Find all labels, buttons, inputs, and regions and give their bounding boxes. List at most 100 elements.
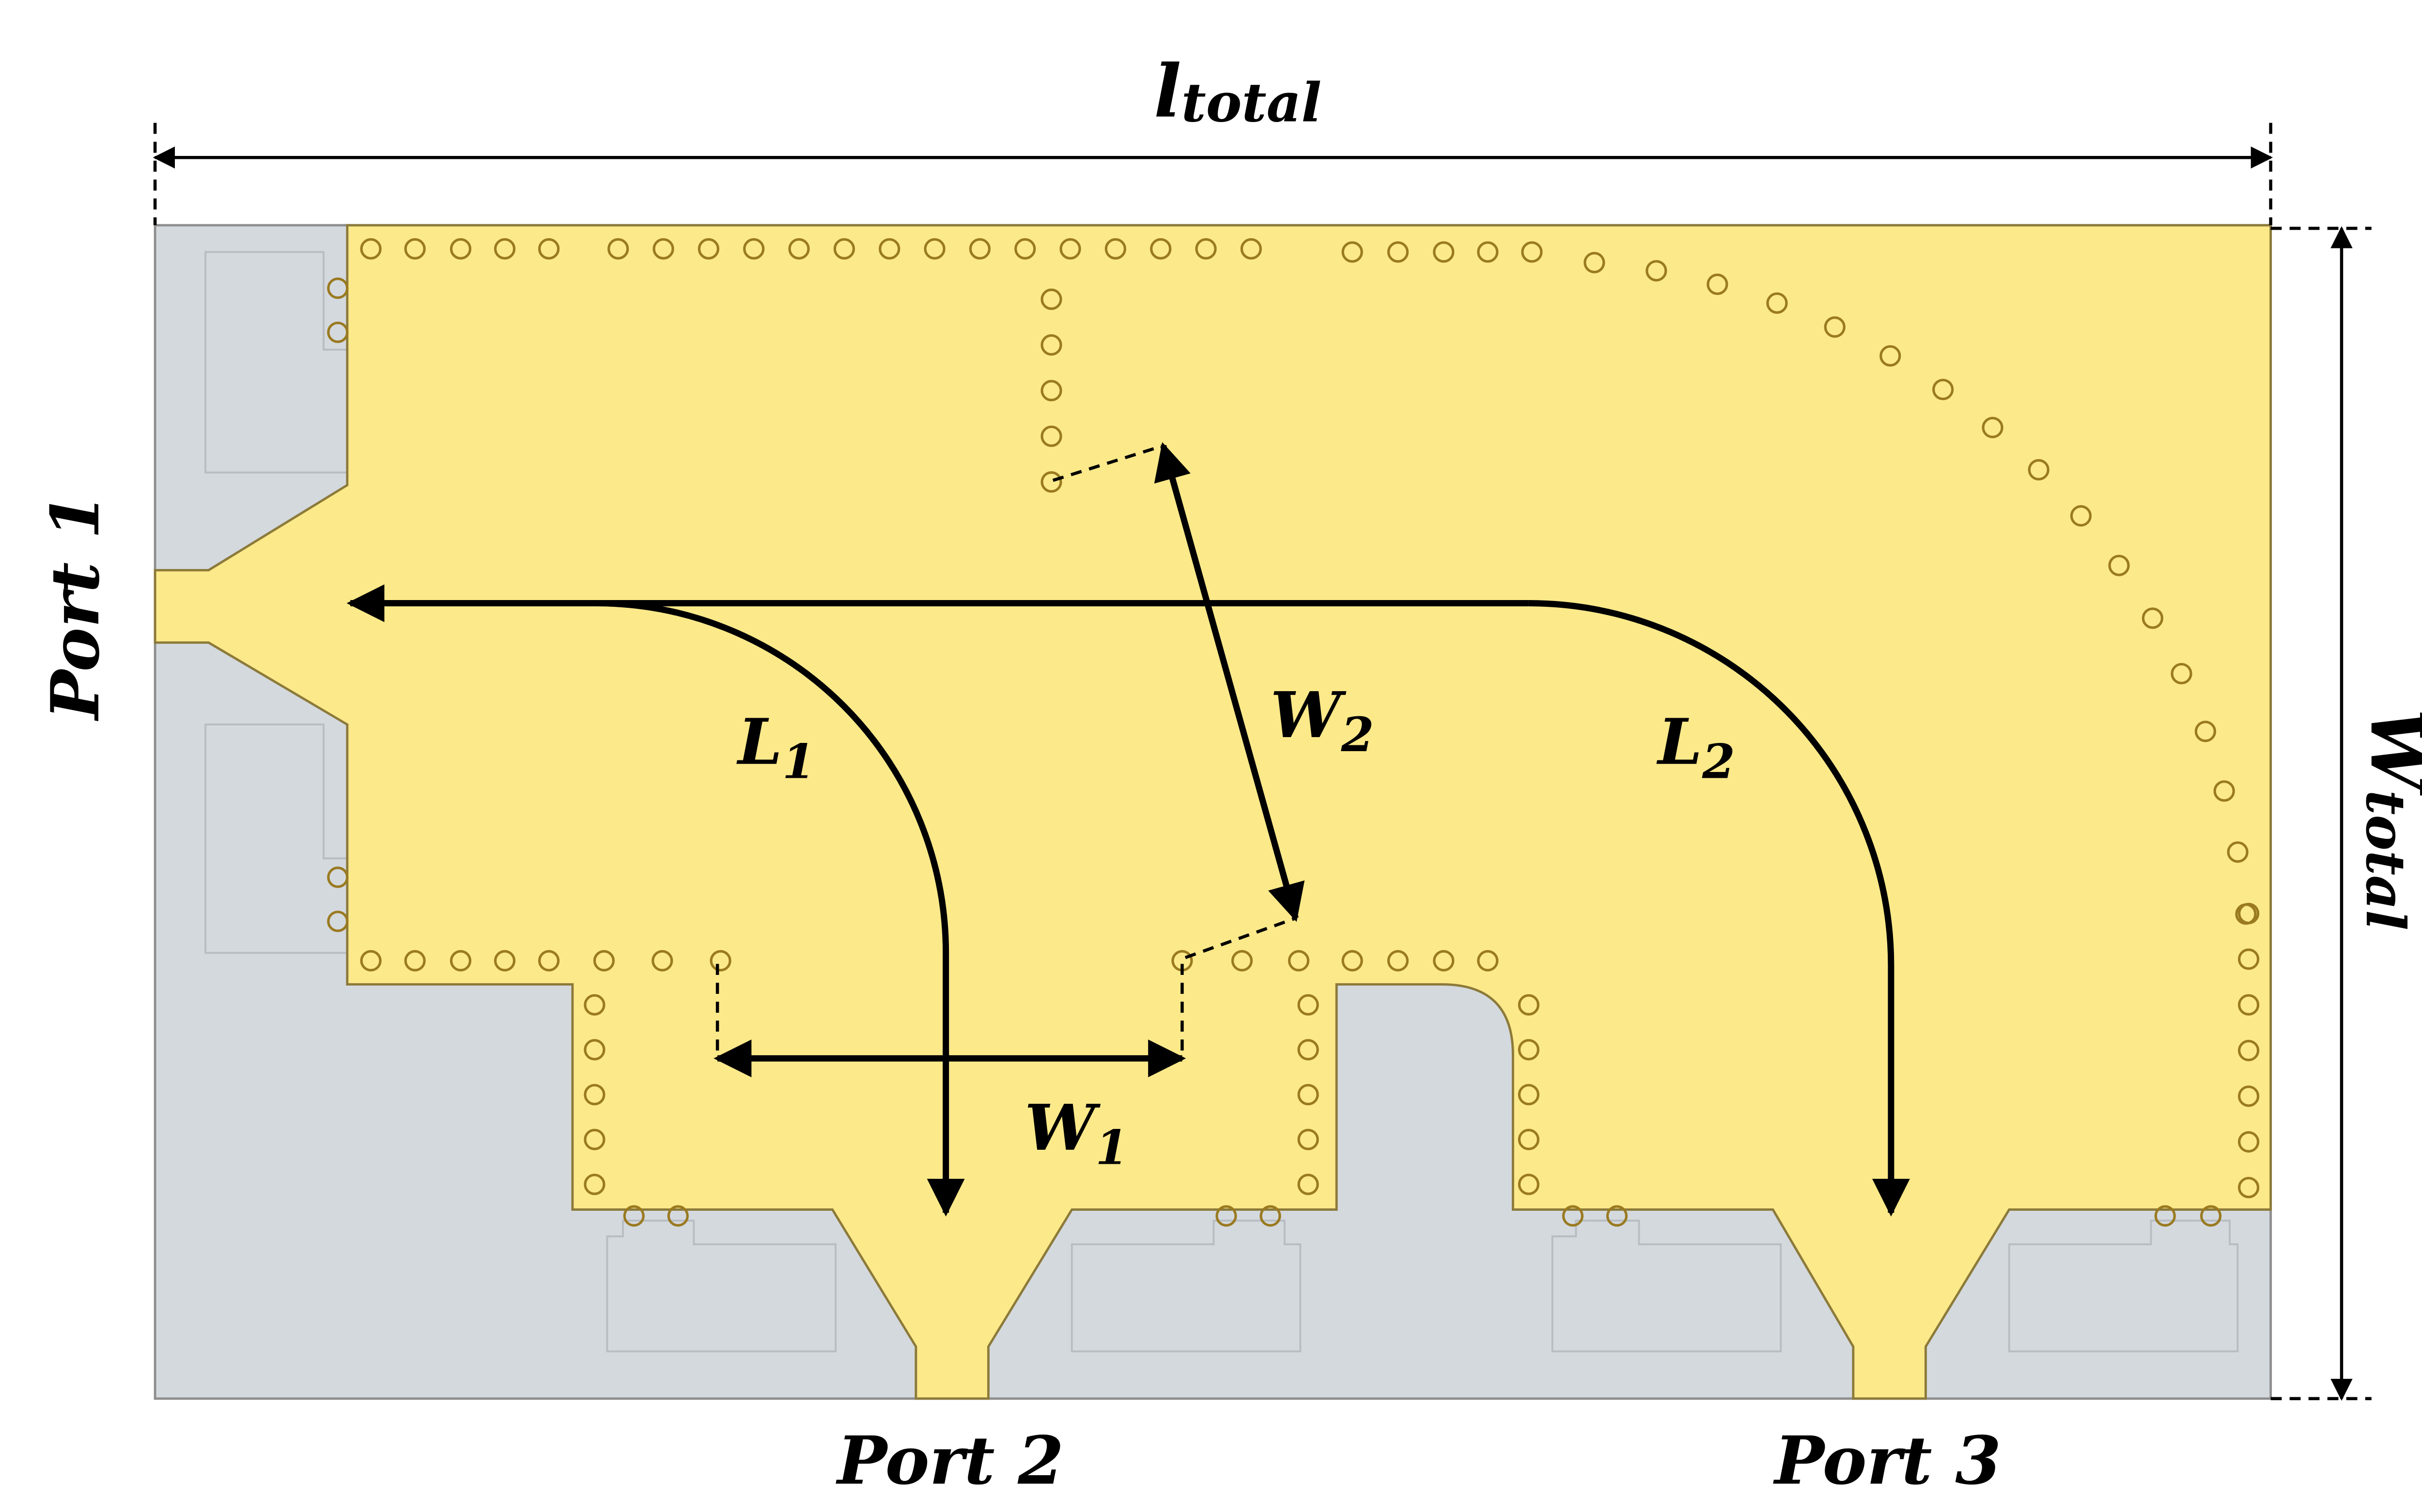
- via-hole: [538, 238, 560, 260]
- via-hole: [1982, 417, 2003, 438]
- signal-path-arrows: [346, 584, 1910, 1217]
- via-hole: [1766, 292, 1788, 314]
- via-hole: [607, 238, 629, 260]
- via-hole: [494, 238, 516, 260]
- via-hole: [879, 238, 900, 260]
- l2-label: L2: [1656, 705, 1735, 789]
- via-hole: [494, 950, 516, 972]
- w2-arrow: [1154, 442, 1305, 922]
- via-hole: [1059, 238, 1081, 260]
- via-hole: [1932, 379, 1954, 401]
- via-hole: [969, 238, 991, 260]
- via-hole: [1297, 1173, 1319, 1195]
- via-hole: [404, 950, 426, 972]
- via-hole: [652, 950, 673, 972]
- via-hole: [584, 1039, 606, 1061]
- via-hole: [667, 1205, 689, 1227]
- via-hole: [404, 238, 426, 260]
- via-hole: [1040, 334, 1062, 356]
- l2-arc-arrow: [1528, 600, 1910, 1217]
- via-hole: [1518, 1039, 1540, 1061]
- via-hole: [1387, 241, 1409, 263]
- via-hole: [2154, 1205, 2176, 1227]
- via-hole: [584, 1173, 606, 1195]
- ground-outlines: [204, 251, 2239, 1353]
- via-hole: [327, 866, 349, 888]
- via-hole: [1215, 1205, 1237, 1227]
- via-hole: [1297, 1039, 1319, 1061]
- via-hole: [538, 950, 560, 972]
- via-hole: [1646, 260, 1667, 282]
- via-hole: [1518, 1173, 1540, 1195]
- via-hole: [1014, 238, 1036, 260]
- l1-label: L1: [736, 705, 815, 789]
- via-hole: [1433, 950, 1455, 972]
- via-hole: [788, 238, 810, 260]
- via-hole: [1040, 471, 1062, 493]
- w2-label: W2: [1271, 678, 1374, 763]
- via-hole: [652, 238, 674, 260]
- via-hole: [2237, 1085, 2260, 1107]
- via-hole: [833, 238, 855, 260]
- via-hole: [2171, 663, 2192, 685]
- via-hole: [2108, 555, 2130, 576]
- ltotal-label: ltotal: [1154, 49, 1321, 135]
- via-hole: [623, 1205, 645, 1227]
- via-hole: [2237, 1131, 2260, 1153]
- via-hole: [2227, 841, 2249, 863]
- via-hole: [360, 950, 382, 972]
- via-hole: [1259, 1205, 1281, 1227]
- via-hole: [1288, 950, 1310, 972]
- via-hole: [1824, 316, 1846, 338]
- via-hole: [584, 1128, 606, 1150]
- via-hole: [2200, 1205, 2222, 1227]
- via-hole: [1521, 241, 1543, 263]
- via-hole: [327, 278, 349, 299]
- via-hole: [1477, 950, 1499, 972]
- via-hole: [698, 238, 719, 260]
- via-hole: [1150, 238, 1172, 260]
- via-hole: [710, 950, 731, 972]
- via-hole: [743, 238, 765, 260]
- via-hole: [1104, 238, 1126, 260]
- via-hole: [2028, 459, 2049, 481]
- via-hole: [1879, 345, 1901, 367]
- via-hole: [450, 238, 472, 260]
- via-hole: [1040, 288, 1062, 310]
- via-hole: [2237, 1040, 2260, 1062]
- via-hole: [450, 950, 472, 972]
- via-hole: [2237, 948, 2260, 970]
- port3-label: Port 3: [1772, 1422, 2001, 1499]
- via-hole: [1040, 425, 1062, 447]
- via-hole: [360, 238, 382, 260]
- l1-arc-arrow: [596, 600, 965, 1217]
- via-hole: [2070, 505, 2092, 527]
- via-hole: [2237, 1176, 2260, 1199]
- via-hole: [327, 322, 349, 343]
- via-hole: [1297, 1128, 1319, 1150]
- via-hole: [1477, 241, 1499, 263]
- via-hole: [584, 994, 606, 1016]
- via-hole: [584, 1084, 606, 1106]
- via-hole: [1040, 380, 1062, 401]
- via-hole: [1584, 252, 1605, 274]
- w1-label: W1: [1025, 1091, 1128, 1175]
- via-hole: [1433, 241, 1455, 263]
- via-hole: [1341, 241, 1363, 263]
- via-hole: [924, 238, 946, 260]
- via-hole: [1707, 273, 1728, 295]
- via-hole: [2237, 903, 2260, 925]
- via-hole: [1518, 994, 1540, 1016]
- via-hole: [1297, 994, 1319, 1016]
- via-hole: [2213, 780, 2235, 802]
- via-hole: [1562, 1205, 1584, 1227]
- w2-extension-bottom: [1184, 916, 1296, 959]
- wtotal-label: Wtotal: [2354, 709, 2422, 930]
- via-hole: [1606, 1205, 1628, 1227]
- via-hole: [327, 910, 349, 932]
- port1-label: Port 1: [37, 493, 114, 722]
- dimension-arrows: [153, 146, 2353, 1401]
- via-hole: [1341, 950, 1363, 972]
